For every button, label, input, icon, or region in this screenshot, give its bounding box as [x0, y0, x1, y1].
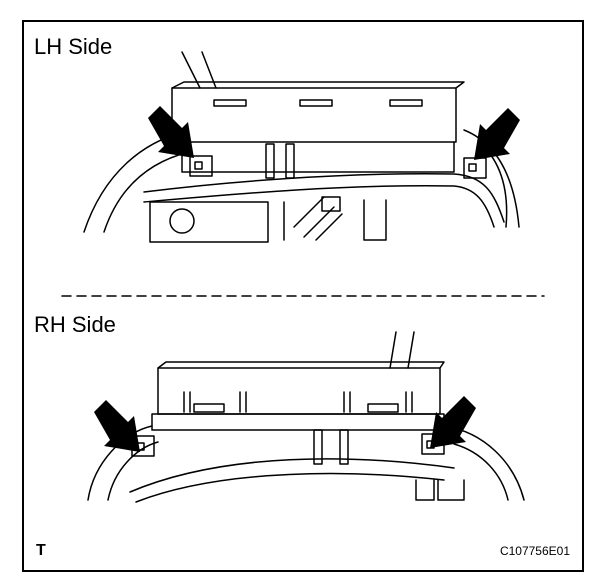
clip-icon	[189, 155, 213, 177]
illustration	[61, 51, 545, 503]
clip-icon	[468, 163, 477, 172]
arrow-icon	[148, 106, 194, 158]
lh-side-label: LH Side	[34, 34, 113, 59]
figure-frame: LH Side RH Side T C107756E01	[22, 20, 584, 572]
clip-icon	[194, 161, 203, 170]
arrow-icon	[474, 108, 520, 160]
page-mark: T	[36, 542, 46, 559]
rh-side-label: RH Side	[34, 312, 116, 337]
figure-code: C107756E01	[499, 544, 570, 558]
arrow-icon	[430, 396, 476, 448]
clip-icon	[463, 157, 487, 179]
arrow-icon	[94, 400, 140, 452]
lh-side-illustration	[83, 51, 520, 243]
